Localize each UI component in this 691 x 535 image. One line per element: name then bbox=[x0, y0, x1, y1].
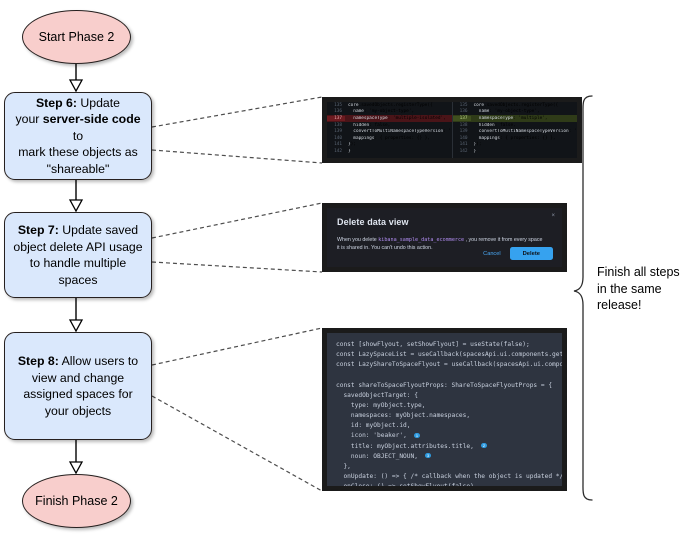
code-line: const [showFlyout, setShowFlyout] = useS… bbox=[336, 341, 530, 348]
code-line: onUpdate: () => { /* callback when the o… bbox=[336, 473, 562, 481]
line-number: 138 bbox=[334, 122, 342, 128]
node-step-8-text: Step 8: Allow users to view and change a… bbox=[17, 354, 139, 418]
code-line: 140 mappings: { properties: {} }, bbox=[453, 135, 578, 142]
code-line: const LazyShareToSpaceFlyout = useCallba… bbox=[336, 361, 562, 369]
line-number: 138 bbox=[459, 122, 468, 128]
code-line: namespaces: myObject.namespaces, bbox=[336, 412, 471, 420]
object-name-code: kibana_sample_data_ecommerce bbox=[378, 237, 465, 243]
code-line: noun: OBJECT_NOUN, 3 bbox=[336, 452, 431, 460]
callout-badge: 3 bbox=[425, 453, 431, 459]
dialog-body: When you delete kibana_sample_data_ecomm… bbox=[337, 237, 543, 251]
line-number: 136 bbox=[459, 109, 468, 115]
code-line: 137 namespaceType: 'multiple', bbox=[452, 115, 577, 122]
node-step-6-text: Step 6: Update your server-side code to … bbox=[15, 95, 141, 176]
node-finish-label: Finish Phase 2 bbox=[35, 494, 118, 508]
screenshot-delete-data-view-modal[interactable]: × Delete data view When you delete kiban… bbox=[322, 203, 567, 272]
line-number: 137 bbox=[452, 115, 471, 121]
delete-button[interactable]: Delete bbox=[509, 247, 553, 260]
code-line: type: myObject.type, bbox=[336, 401, 426, 409]
delete-data-view-dialog: × Delete data view When you delete kiban… bbox=[327, 208, 562, 267]
code-viewer: const [showFlyout, setShowFlyout] = useS… bbox=[327, 333, 562, 486]
line-number: 136 bbox=[334, 109, 342, 115]
close-icon[interactable]: × bbox=[551, 213, 555, 219]
code-line: 142} bbox=[453, 148, 578, 155]
code-line: title: myObject.attributes.title, 2 bbox=[336, 442, 487, 450]
node-finish-phase-2[interactable]: Finish Phase 2 bbox=[22, 474, 131, 528]
code-line: }, bbox=[336, 462, 351, 470]
code-line: 136 name: 'my-object-type', bbox=[453, 109, 578, 116]
code-line bbox=[336, 370, 562, 380]
code-line: 138 hidden: false, bbox=[453, 122, 578, 129]
node-step-8[interactable]: Step 8: Allow users to view and change a… bbox=[4, 332, 152, 440]
line-number: 140 bbox=[334, 135, 342, 141]
line-number: 137 bbox=[327, 115, 345, 121]
line-number: 135 bbox=[459, 102, 468, 108]
callout-badge: 1 bbox=[414, 432, 420, 439]
node-start-label: Start Phase 2 bbox=[38, 30, 115, 44]
line-number: 141 bbox=[459, 142, 468, 148]
dialog-footer: Cancel Delete bbox=[483, 247, 553, 260]
side-note-line-3: release! bbox=[597, 298, 642, 312]
code-line: const LazySpaceList = useCallback(spaces… bbox=[336, 351, 562, 359]
line-number: 142 bbox=[334, 148, 342, 154]
callout-badge: 2 bbox=[481, 442, 487, 449]
code-line: 141}); bbox=[453, 142, 578, 149]
code-line: 142} bbox=[327, 148, 452, 155]
code-line: icon: 'beaker', 1 bbox=[336, 432, 420, 440]
code-line: 137 namespaceType: 'multiple-isolated', bbox=[327, 115, 452, 122]
node-step-7-text: Step 7: Update saved object delete API u… bbox=[13, 223, 143, 287]
line-number: 142 bbox=[459, 148, 468, 154]
side-note-line-1: Finish all steps bbox=[597, 265, 680, 279]
code-line: 136 name: 'my-object-type', bbox=[327, 109, 452, 116]
code-line: const shareToSpaceFlyoutProps: ShareToSp… bbox=[336, 381, 553, 389]
code-line: 141}); bbox=[327, 142, 452, 149]
step-6-label: Step 6: bbox=[35, 95, 77, 110]
line-number: 141 bbox=[334, 142, 342, 148]
code-line: 139 convertToMultiNamespaceTypeVersion: … bbox=[453, 128, 578, 135]
dialog-title: Delete data view bbox=[337, 217, 409, 227]
node-start-phase-2[interactable]: Start Phase 2 bbox=[22, 10, 131, 64]
node-step-7[interactable]: Step 7: Update saved object delete API u… bbox=[4, 212, 152, 298]
screenshot-share-to-space-code[interactable]: const [showFlyout, setShowFlyout] = useS… bbox=[322, 328, 567, 491]
step-8-label: Step 8: bbox=[17, 354, 59, 368]
cancel-button[interactable]: Cancel bbox=[483, 250, 501, 257]
code-line: savedObjectTarget: { bbox=[336, 391, 418, 399]
code-line: 139 convertToMultiNamespaceTypeVersion: … bbox=[327, 128, 452, 135]
line-number: 139 bbox=[459, 129, 468, 135]
step-7-label: Step 7: bbox=[17, 223, 59, 237]
line-number: 140 bbox=[459, 135, 468, 141]
side-note: Finish all steps in the same release! bbox=[597, 264, 691, 314]
code-line: 138 hidden: false, bbox=[327, 122, 452, 129]
code-line: onClose: () => setShowFlyout(false), bbox=[336, 482, 562, 486]
code-line: 140 mappings: { properties: {} }, bbox=[327, 135, 452, 142]
side-note-line-2: in the same bbox=[597, 281, 662, 296]
node-step-6[interactable]: Step 6: Update your server-side code to … bbox=[4, 92, 152, 180]
line-number: 135 bbox=[334, 102, 342, 108]
code-line: id: myObject.id, bbox=[336, 422, 411, 430]
line-number: 139 bbox=[334, 129, 342, 135]
